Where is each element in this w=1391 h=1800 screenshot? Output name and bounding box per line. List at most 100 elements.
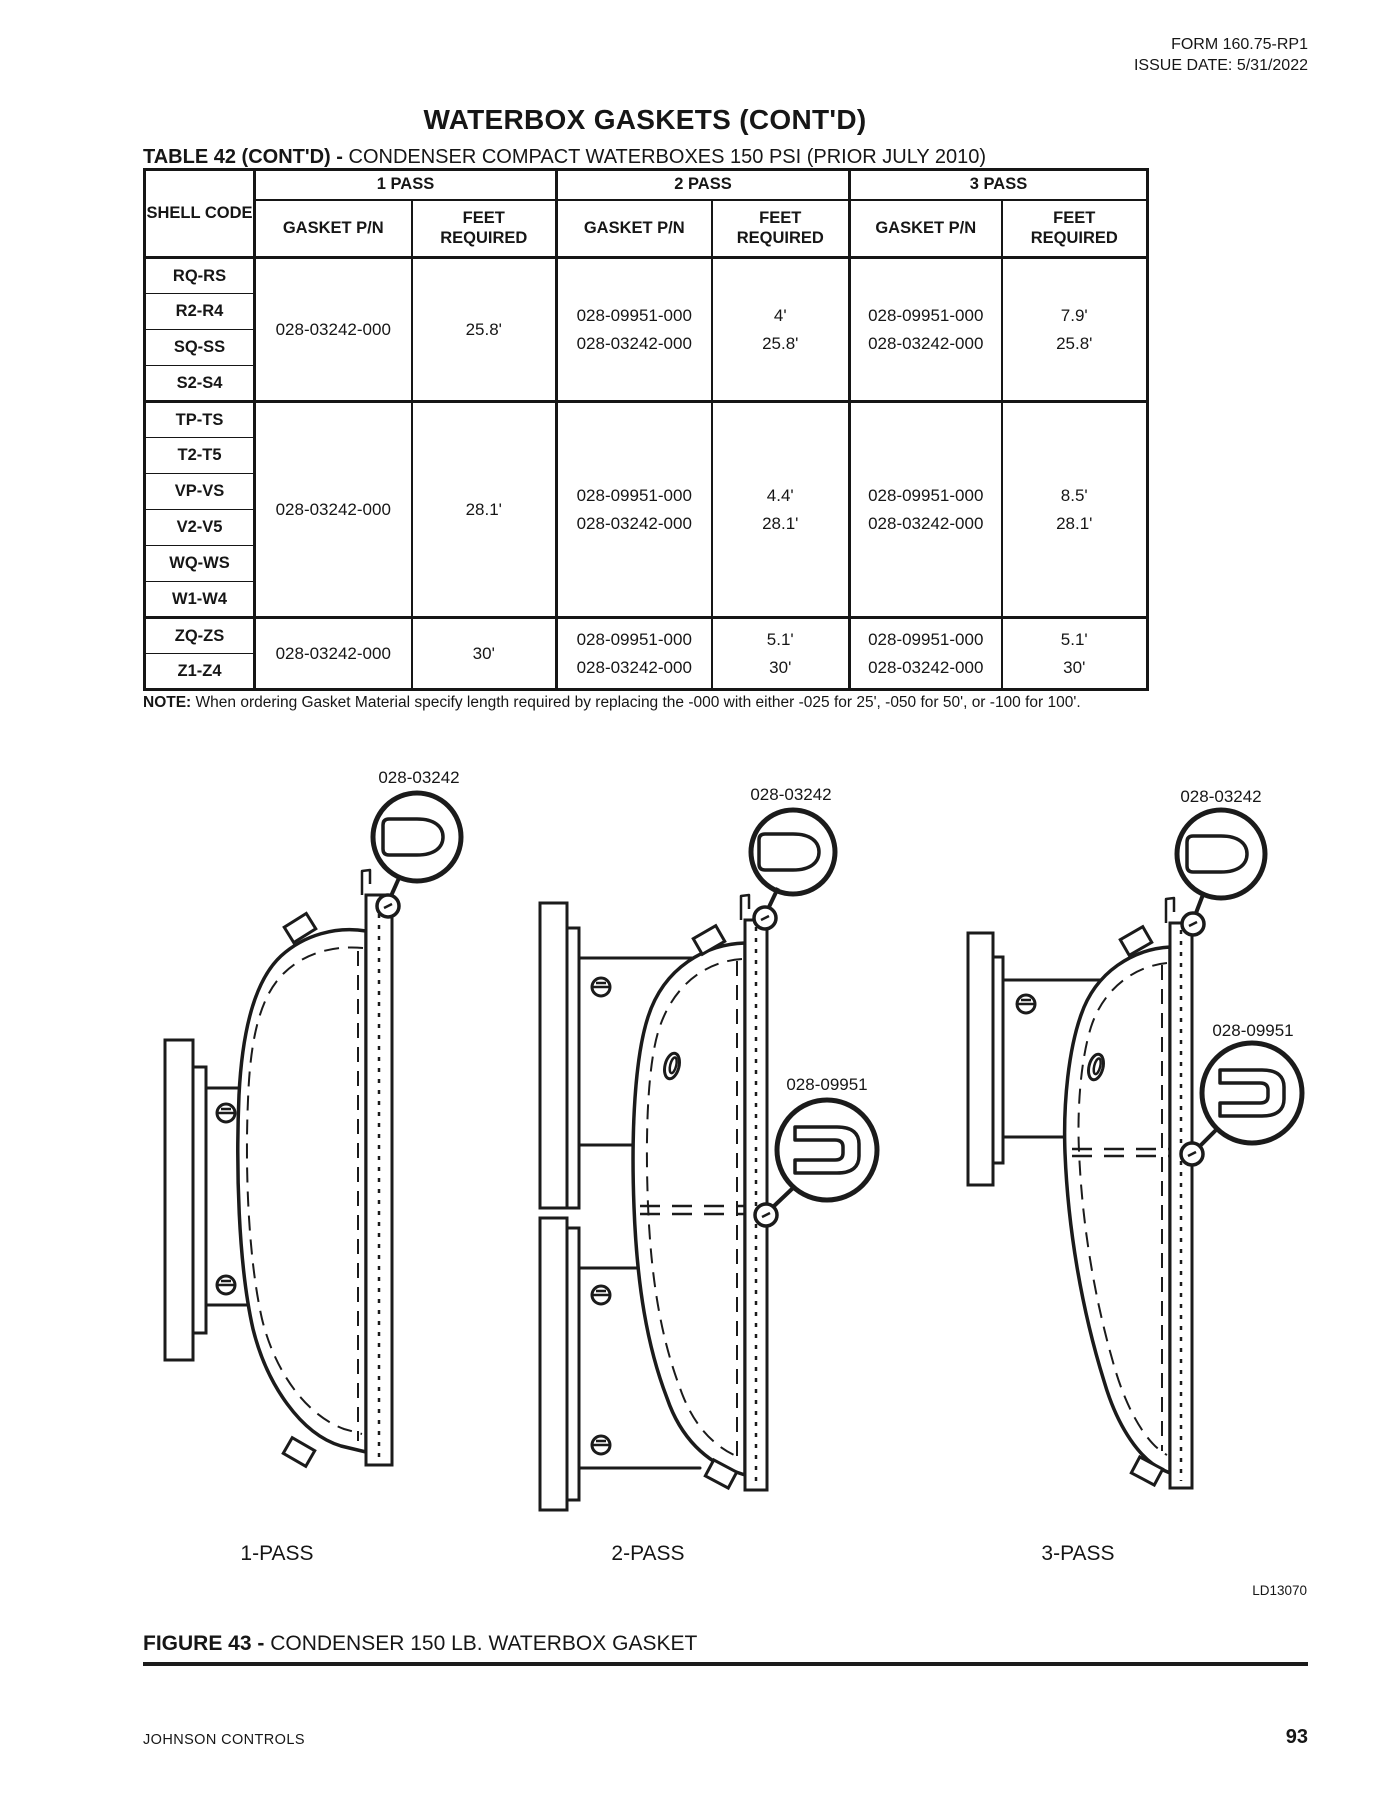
col-header-2pass: 2 PASS: [555, 168, 851, 201]
nozzle-neck: [1001, 978, 1122, 1139]
footer-divider: [143, 1662, 1308, 1666]
lifting-lug: [281, 1436, 317, 1468]
pass-division-line: [640, 1204, 745, 1216]
gasket-line: [1077, 962, 1168, 1456]
nozzle-flange: [966, 931, 995, 1187]
figure-caption-text: CONDENSER 150 LB. WATERBOX GASKET: [264, 1632, 698, 1655]
note-label: NOTE:: [143, 694, 192, 711]
table-row: V2-V5: [143, 509, 1148, 546]
bolt-icon: [590, 976, 612, 998]
gasket-cross-section-d: [381, 817, 445, 857]
callout-point: [753, 1202, 779, 1228]
note-text: When ordering Gasket Material specify le…: [191, 694, 1081, 711]
bolt-icon: [215, 1102, 237, 1124]
shell-code-cell: V2-V5: [143, 509, 256, 546]
bolt-icon: [215, 1274, 237, 1296]
feet-required-cell: 5.1'30': [1000, 616, 1149, 691]
page-number: 93: [1285, 1726, 1308, 1748]
feet-required-cell: 4.4'28.1': [710, 400, 851, 619]
three-pass-drawing: [966, 807, 1305, 1490]
pass-label-2: 2-PASS: [611, 1542, 685, 1565]
ordering-note: NOTE: When ordering Gasket Material spec…: [143, 694, 1323, 712]
feet-required-cell: 25.8': [410, 256, 558, 403]
flange-step: [191, 1065, 208, 1335]
table-row: Z1-Z4: [143, 653, 1148, 690]
table-caption-number: TABLE 42 (CONT'D) -: [143, 146, 343, 168]
col-header-feet-1: FEET REQUIRED: [410, 198, 558, 259]
callout-leader: [1194, 891, 1206, 914]
company-name: JOHNSON CONTROLS: [143, 1732, 305, 1748]
table-caption-text: CONDENSER COMPACT WATERBOXES 150 PSI (PR…: [342, 146, 987, 168]
gasket-line: [245, 946, 364, 1435]
pass-division-line: [1072, 1147, 1170, 1158]
shell-code-cell: W1-W4: [143, 581, 256, 618]
gasket-pn-cell: 028-03242-000: [253, 256, 413, 403]
flange-step: [565, 926, 581, 1210]
table-row: WQ-WS: [143, 545, 1148, 582]
table-caption: TABLE 42 (CONT'D) - CONDENSER COMPACT WA…: [143, 146, 986, 169]
bolt-icon: [590, 1284, 612, 1306]
table-row: W1-W4: [143, 581, 1148, 618]
pass-label-3: 3-PASS: [1041, 1542, 1115, 1565]
col-header-feet-3: FEET REQUIRED: [1000, 198, 1149, 259]
callout-point: [752, 905, 778, 931]
page-title: WATERBOX GASKETS (CONT'D): [423, 104, 867, 135]
shell-code-cell: RQ-RS: [143, 256, 256, 294]
part-number-callout-label: 028-03242: [1180, 787, 1262, 806]
form-number: FORM 160.75-RP1: [1171, 36, 1308, 53]
waterbox-gasket-figure: [163, 790, 1305, 1512]
col-header-gasket-pn-1: GASKET P/N: [253, 198, 413, 259]
shell-code-cell: T2-T5: [143, 437, 256, 474]
gasket-cross-section-d: [1185, 834, 1249, 874]
callout-point: [375, 893, 401, 919]
waterbox-shell: [236, 927, 368, 1455]
shell-code-cell: Z1-Z4: [143, 653, 256, 690]
part-number-callout-label: 028-09951: [1212, 1021, 1294, 1040]
shell-code-cell: VP-VS: [143, 473, 256, 510]
issue-date: ISSUE DATE: 5/31/2022: [1133, 57, 1308, 74]
feet-required-cell: 4'25.8': [710, 256, 851, 403]
feet-required-cell: 30': [410, 616, 558, 691]
flange-step: [565, 1226, 581, 1502]
col-header-gasket-pn-3: GASKET P/N: [848, 198, 1003, 259]
callout-leader: [772, 1186, 795, 1208]
callout-leader: [767, 887, 780, 908]
pass-label-1: 1-PASS: [240, 1542, 314, 1565]
gasket-end-tail: [739, 893, 751, 920]
part-number-callout-label: 028-09951: [786, 1075, 868, 1094]
part-number-callout-label: 028-03242: [378, 768, 460, 787]
shell-code-cell: SQ-SS: [143, 329, 256, 366]
table-row: SQ-SS: [143, 329, 1148, 366]
callout-leader: [389, 877, 401, 897]
bolt-icon: [590, 1434, 612, 1456]
gasket-pn-cell: 028-03242-000: [253, 616, 413, 691]
table-row: VP-VS: [143, 473, 1148, 510]
gasket-end-tail: [360, 868, 372, 895]
table-row: R2-R4: [143, 293, 1148, 330]
drawing-id: LD13070: [1252, 1583, 1307, 1598]
col-header-feet-2: FEET REQUIRED: [710, 198, 851, 259]
shell-code-cell: TP-TS: [143, 400, 256, 438]
gasket-table: SHELL CODE 1 PASS 2 PASS 3 PASS GASKET P…: [143, 168, 1149, 691]
nozzle-flange: [163, 1038, 195, 1362]
gasket-cross-section-d: [757, 832, 821, 872]
feet-required-cell: 28.1': [410, 400, 558, 619]
callout-point: [1179, 1141, 1205, 1167]
col-header-3pass: 3 PASS: [848, 168, 1149, 201]
waterbox-shell: [1062, 945, 1172, 1476]
nozzle-flange: [538, 1216, 569, 1512]
shell-code-cell: ZQ-ZS: [143, 616, 256, 654]
shell-code-cell: R2-R4: [143, 293, 256, 330]
col-header-gasket-pn-2: GASKET P/N: [555, 198, 713, 259]
part-number-callout-label: 028-03242: [750, 785, 832, 804]
feet-required-cell: 7.9'25.8': [1000, 256, 1149, 403]
